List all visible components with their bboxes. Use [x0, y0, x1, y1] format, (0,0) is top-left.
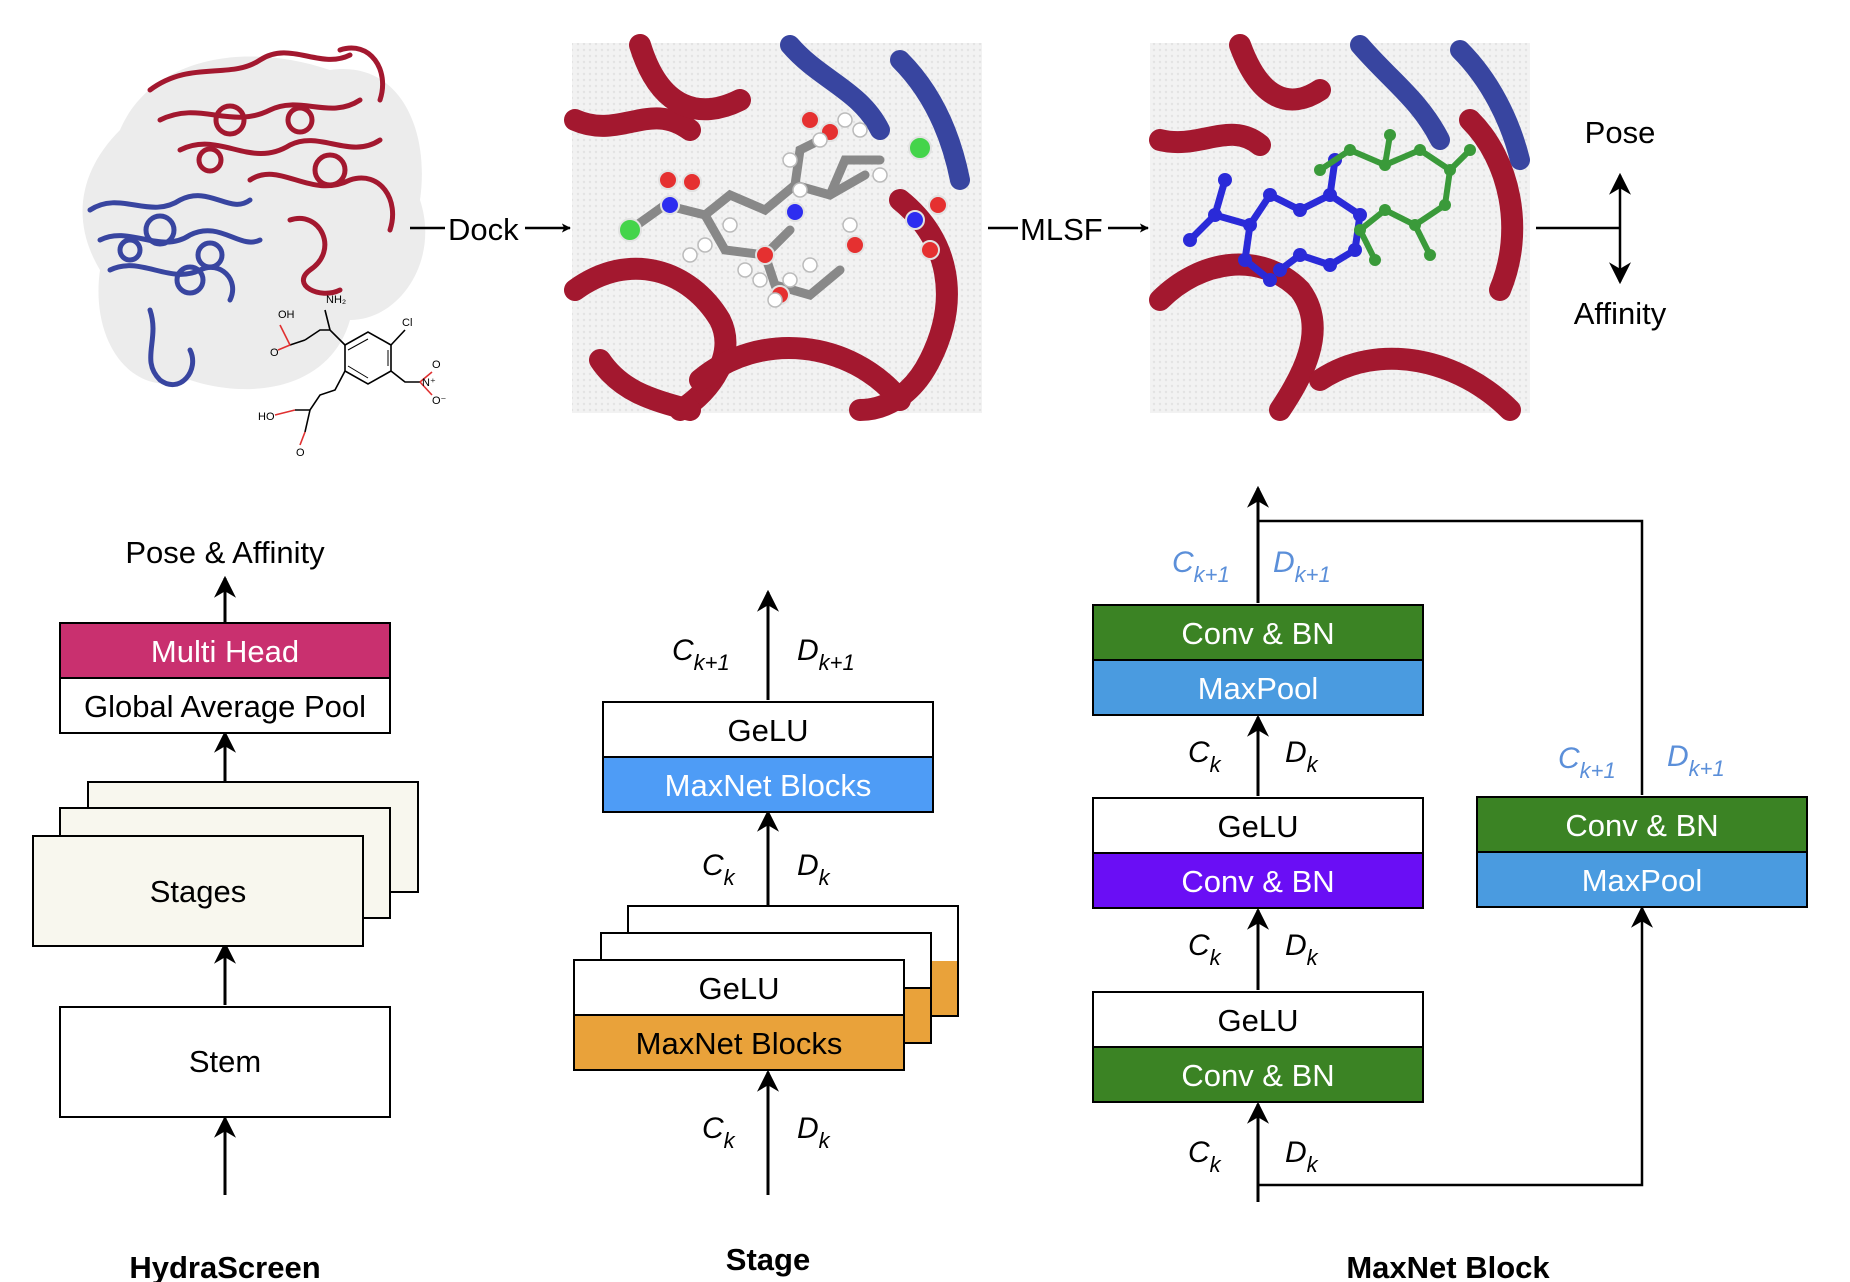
predicted-pose-image	[1149, 34, 1530, 421]
docked-pose-image	[564, 34, 982, 421]
maxnet-caption: MaxNet Block	[1346, 1250, 1550, 1282]
maxnet-block-diagram: Ck Dk GeLU Conv & BN Ck Dk GeLU Conv & B…	[1092, 485, 1808, 1282]
atom-label: OH	[278, 309, 295, 321]
maxnet-skip-c: Ck+1	[1558, 742, 1616, 783]
pose-affinity-output: Pose Affinity	[1536, 115, 1667, 331]
maxnet-input-d: Dk	[1285, 1136, 1319, 1177]
maxnet-l2-d: Dk	[1285, 929, 1319, 970]
stage-output-d: Dk+1	[797, 634, 855, 675]
stage-input-d: Dk	[797, 1112, 831, 1153]
global-average-pool-block	[59, 677, 391, 734]
stage-caption: Stage	[726, 1242, 810, 1277]
protein-structure-image	[82, 45, 426, 390]
stage-gelu-block	[573, 959, 905, 1016]
stage-diagram: Ck Dk GeLU MaxNet Blocks Ck Dk GeLU MaxN…	[573, 589, 959, 1277]
stage-mid-c: Ck	[702, 849, 736, 890]
maxnet-l1-d: Dk	[1285, 736, 1319, 777]
atom-label: HO	[258, 411, 275, 423]
maxnet-input-c: Ck	[1188, 1136, 1222, 1177]
atom-label: Cl	[402, 317, 412, 329]
atom-label: N⁺	[422, 377, 436, 389]
stage-maxnet-label: MaxNet Blocks	[636, 1026, 843, 1061]
maxnet-middle-conv-block	[1092, 852, 1424, 909]
maxnet-bottom-conv-label: Conv & BN	[1181, 1058, 1334, 1093]
multi-head-label: Multi Head	[151, 634, 299, 669]
stage-top-gelu-block	[602, 701, 934, 758]
maxnet-skip-conv-label: Conv & BN	[1565, 808, 1718, 843]
ligand-molecule-image: OH NH₂ Cl N⁺ O O⁻ HO O O	[258, 294, 447, 459]
maxnet-middle-conv-label: Conv & BN	[1181, 864, 1334, 899]
dock-arrow: Dock	[410, 212, 571, 247]
stage-top-maxnet-label: MaxNet Blocks	[665, 768, 872, 803]
stages-label: Stages	[150, 874, 247, 909]
atom-label: O	[296, 447, 305, 459]
atom-label: O⁻	[432, 395, 447, 407]
stages-block	[32, 835, 364, 947]
maxnet-skip-maxpool-block	[1476, 851, 1808, 908]
pose-affinity-label: Pose & Affinity	[125, 535, 325, 570]
atom-label: O	[270, 347, 279, 359]
maxnet-top-conv-label: Conv & BN	[1181, 616, 1334, 651]
stage-output-c: Ck+1	[672, 634, 730, 675]
maxnet-bottom-conv-block	[1092, 1046, 1424, 1103]
maxnet-l1-c: Ck	[1188, 736, 1222, 777]
stage-mid-d: Dk	[797, 849, 831, 890]
maxnet-top-conv-block	[1092, 604, 1424, 661]
atom-label: NH₂	[326, 294, 346, 306]
dock-label: Dock	[448, 212, 519, 247]
mlsf-label: MLSF	[1020, 212, 1103, 247]
hydrascreen-caption: HydraScreen	[129, 1250, 320, 1282]
maxnet-skip-maxpool-label: MaxPool	[1582, 863, 1703, 898]
maxnet-output-d: Dk+1	[1273, 546, 1331, 587]
stage-maxnet-blocks	[573, 1014, 905, 1071]
affinity-label: Affinity	[1574, 296, 1667, 331]
stem-label: Stem	[189, 1044, 261, 1079]
maxnet-output-c: Ck+1	[1172, 546, 1230, 587]
pose-label: Pose	[1585, 115, 1656, 150]
atom-label: O	[432, 359, 441, 371]
maxnet-bottom-gelu-block	[1092, 991, 1424, 1048]
maxnet-middle-gelu-label: GeLU	[1218, 809, 1299, 844]
global-average-pool-label: Global Average Pool	[84, 689, 366, 724]
maxnet-skip-d: Dk+1	[1667, 740, 1725, 781]
stem-block	[59, 1006, 391, 1118]
stage-gelu-label: GeLU	[699, 971, 780, 1006]
maxnet-bottom-gelu-label: GeLU	[1218, 1003, 1299, 1038]
maxnet-top-maxpool-label: MaxPool	[1198, 671, 1319, 706]
multi-head-block	[59, 622, 391, 679]
mlsf-arrow: MLSF	[988, 212, 1149, 247]
maxnet-top-maxpool-block	[1092, 659, 1424, 716]
hydrascreen-diagram: Stem Stages Global Average Pool Multi He…	[32, 535, 419, 1282]
stage-top-maxnet-block	[602, 756, 934, 813]
stage-input-c: Ck	[702, 1112, 736, 1153]
maxnet-l2-c: Ck	[1188, 929, 1222, 970]
stage-top-gelu-label: GeLU	[728, 713, 809, 748]
